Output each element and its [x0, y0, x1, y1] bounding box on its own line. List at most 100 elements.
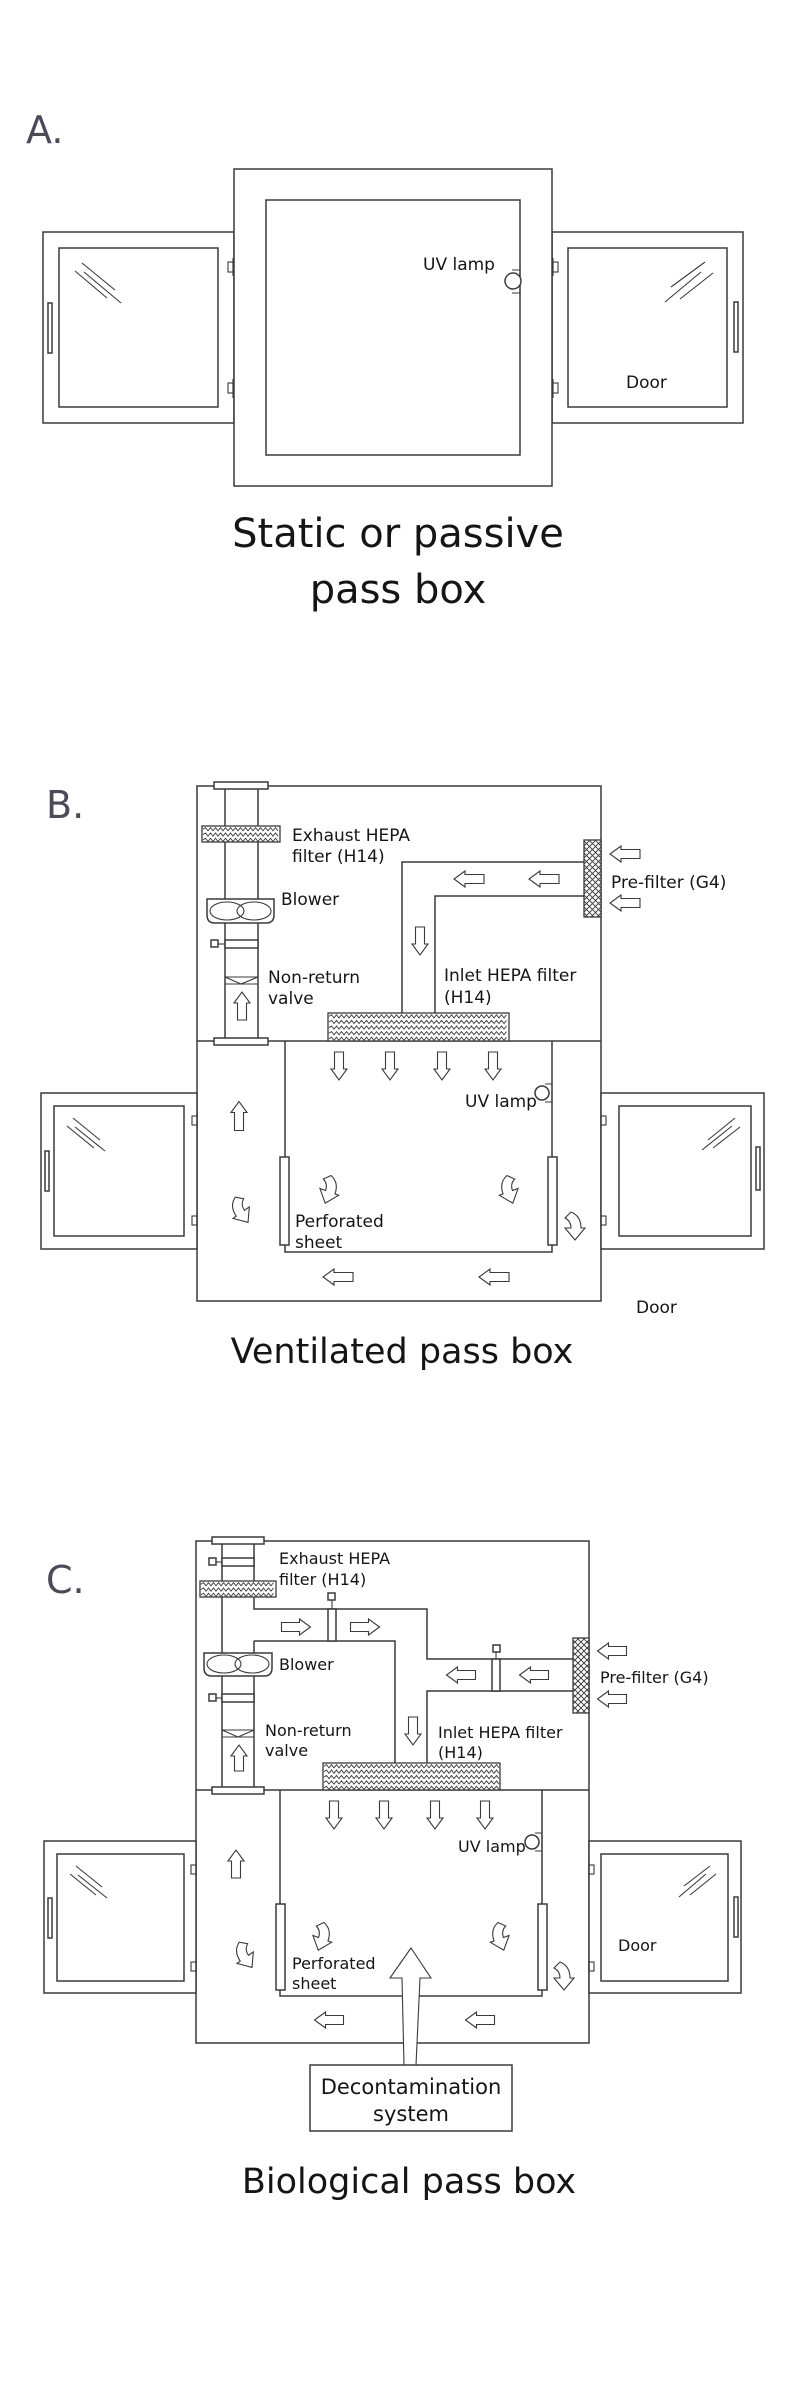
left-door-handle[interactable]	[47, 1897, 53, 1939]
left-door[interactable]	[40, 1092, 198, 1250]
filter-media-line	[328, 1025, 507, 1030]
door-label: Door	[618, 1936, 657, 1955]
filter-media-line	[202, 826, 279, 832]
arrow-left-icon	[609, 893, 641, 913]
left-door-handle[interactable]	[47, 302, 53, 354]
filter-media-line	[328, 1014, 507, 1019]
perforated-label-1: Perforated	[295, 1212, 384, 1232]
arrow-left-icon	[596, 1641, 628, 1661]
curved-arrow-icon	[319, 1174, 341, 1204]
inlet-duct	[426, 1690, 573, 1763]
uv-lamp-label: UV lamp	[458, 1837, 526, 1856]
glass-glare-icon	[664, 261, 714, 303]
decon-label-1: Decontamination	[321, 2075, 502, 2099]
right-door[interactable]: Door	[551, 231, 744, 424]
panel-c: C. Exhaust HEPA filter (H14)	[43, 1536, 742, 2202]
glass-glare-icon	[74, 262, 122, 304]
filter-mesh	[573, 1638, 589, 1713]
right-door[interactable]: Door	[600, 1092, 765, 1318]
non-return-label-1: Non-return	[265, 1721, 352, 1740]
arrow-up-icon	[232, 991, 252, 1021]
curved-arrow-icon	[552, 1961, 576, 1991]
arrow-down-icon	[380, 1051, 400, 1081]
airflow-arrows	[226, 1617, 628, 2030]
filter-mesh	[584, 840, 601, 917]
hepa-filter-icon	[322, 1762, 501, 1791]
glass-glare-icon	[701, 1117, 741, 1151]
damper-icon	[208, 1693, 255, 1703]
non-return-label-1: Non-return	[268, 968, 360, 988]
uv-lamp-label: UV lamp	[465, 1092, 537, 1112]
left-door-glass	[53, 1105, 185, 1237]
hinge-icon	[190, 1862, 197, 1974]
arrow-left-icon	[322, 1267, 354, 1287]
filter-media-line	[323, 1785, 500, 1791]
arrow-up-icon	[226, 1849, 246, 1879]
arrow-left-icon	[478, 1267, 510, 1287]
filter-media-line	[202, 837, 279, 843]
decon-label-2: system	[373, 2102, 449, 2126]
filter-media-line	[202, 832, 279, 837]
uv-lamp-icon	[504, 269, 522, 294]
filter-media-line	[323, 1769, 500, 1774]
hepa-filter-icon	[199, 1580, 277, 1598]
damper-icon	[327, 1592, 337, 1642]
panel-b-label: B.	[46, 783, 84, 827]
hinge-icon	[600, 1113, 607, 1228]
arrow-left-icon	[596, 1689, 628, 1709]
arrow-right-icon	[349, 1617, 381, 1637]
panel-a-caption-line-1: Static or passive	[232, 511, 564, 557]
arrow-down-icon	[475, 1800, 495, 1830]
non-return-valve-icon	[224, 976, 259, 985]
glass-glare-icon	[69, 1865, 108, 1899]
perforated-sheet-right	[547, 1156, 558, 1246]
door-label: Door	[626, 373, 667, 393]
arrow-left-icon	[313, 2010, 345, 2030]
left-door[interactable]	[43, 1840, 197, 1994]
right-door-handle[interactable]	[755, 1146, 761, 1191]
exhaust-hepa-label-1: Exhaust HEPA	[279, 1549, 390, 1568]
pre-filter-label: Pre-filter (G4)	[611, 873, 726, 893]
arrow-left-icon	[518, 1665, 550, 1685]
arrow-right-icon	[280, 1617, 312, 1637]
arrow-left-icon	[528, 869, 560, 889]
hepa-filter-icon	[201, 825, 281, 843]
panel-c-label: C.	[46, 1558, 85, 1602]
uv-lamp-icon	[534, 1083, 553, 1103]
right-door-handle[interactable]	[733, 301, 739, 353]
arrow-down-icon	[425, 1800, 445, 1830]
filter-media-line	[328, 1019, 507, 1025]
hinge-icon	[588, 1862, 595, 1974]
arrow-up-icon	[229, 1744, 249, 1772]
panel-a-caption-line-2: pass box	[310, 567, 487, 613]
right-door-handle[interactable]	[733, 1896, 739, 1938]
blower-label: Blower	[279, 1655, 334, 1674]
pre-filter-icon	[583, 839, 602, 918]
filter-media-line	[323, 1763, 500, 1769]
curved-arrow-icon	[563, 1211, 587, 1241]
decontamination-system-box[interactable]: Decontamination system	[309, 2064, 513, 2132]
arrow-down-icon	[374, 1800, 394, 1830]
filter-media-line	[200, 1587, 274, 1592]
left-door[interactable]	[42, 231, 235, 424]
non-return-label-2: valve	[265, 1741, 308, 1760]
uv-lamp-label: UV lamp	[423, 255, 495, 275]
perforated-sheet-right	[537, 1903, 548, 1991]
hinge-icon	[191, 1113, 198, 1228]
door-label: Door	[636, 1298, 677, 1318]
perforated-label-1: Perforated	[292, 1954, 376, 1973]
inlet-duct	[401, 861, 584, 1013]
right-door-glass	[600, 1853, 729, 1982]
arrow-down-icon	[410, 926, 430, 956]
uv-lamp-icon	[524, 1832, 543, 1852]
hepa-filter-icon	[327, 1012, 510, 1042]
filter-media-line	[323, 1780, 500, 1785]
glass-glare-icon	[66, 1117, 106, 1152]
pre-filter-icon	[572, 1637, 590, 1714]
blower-label: Blower	[281, 890, 339, 910]
right-door[interactable]: Door	[588, 1840, 742, 1994]
decon-box	[309, 2064, 513, 2132]
left-door-handle[interactable]	[44, 1150, 50, 1192]
right-door-glass	[567, 247, 728, 408]
